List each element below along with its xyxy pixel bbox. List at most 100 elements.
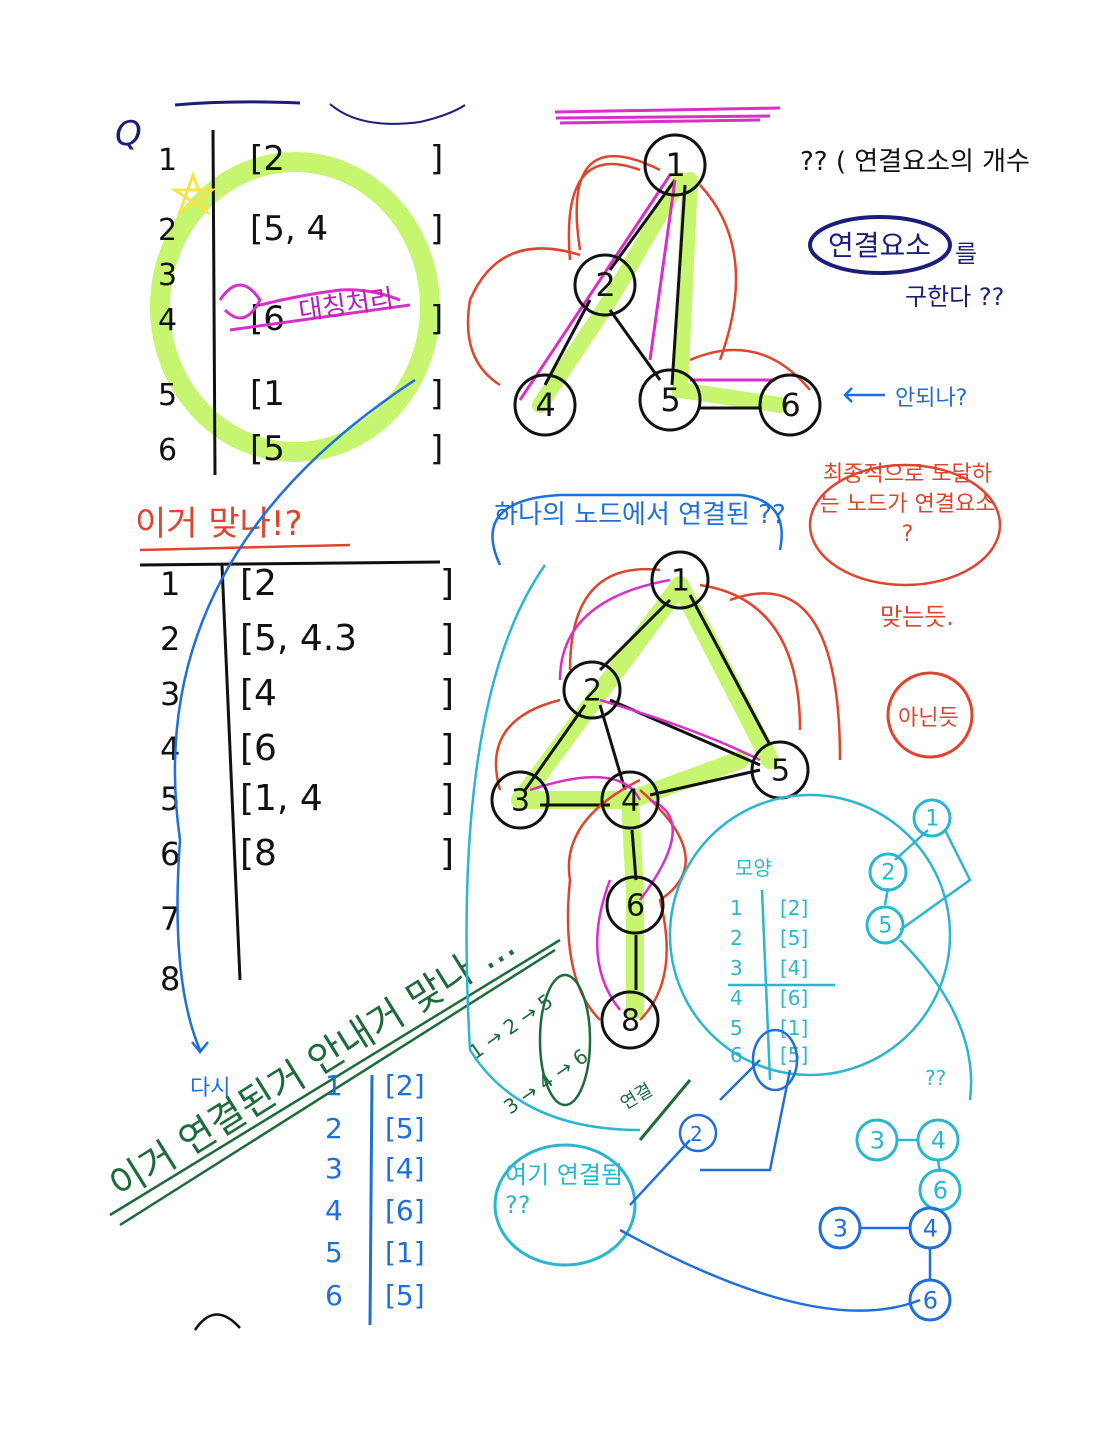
table1-index: 2 — [158, 213, 177, 248]
graph2-node-label: 5 — [771, 754, 790, 789]
table1-value: [6 — [250, 299, 285, 339]
graph4-node-label: 4 — [923, 1214, 938, 1242]
graph1-node-label: 1 — [665, 146, 685, 184]
table1-value: [2 — [250, 139, 285, 179]
table2: 이거 맞나!? 1[2]2[5, 4.3]3[4]4[6]5[1, 4]6[8]… — [135, 504, 454, 998]
graph4-node: 3 — [855, 1118, 899, 1162]
star-icon — [170, 170, 217, 216]
table2-close: ] — [440, 728, 454, 769]
table1-rows: 1[2]2[5, 4]34[6]5[1]6[5] — [158, 139, 443, 469]
top-right-notes: ?? ( 연결요소의 개수 연결요소 를 구한다 ?? 안되나? — [800, 147, 1030, 411]
graph2-node: 1 — [650, 550, 710, 610]
table3-value: [5] — [385, 1112, 425, 1145]
table2-value: [1, 4 — [240, 778, 323, 819]
table1-index: 3 — [158, 258, 177, 293]
graph4-node-label: 4 — [931, 1126, 946, 1154]
table3: 다시 1[2]2[5]3[4]4[6]5[1]6[5] — [173, 378, 425, 1326]
tr-q3: 를 — [955, 240, 977, 268]
why-note: 안되나? — [895, 386, 967, 411]
table1-value: [5 — [250, 429, 285, 469]
graph1-node: 5 — [638, 368, 702, 432]
table2-close: ] — [440, 618, 454, 659]
graph4-node-label: 3 — [870, 1126, 885, 1154]
table3-index: 5 — [325, 1236, 343, 1269]
graph2-node-label: 3 — [511, 784, 530, 819]
graph2-node: 8 — [600, 990, 660, 1050]
graph3-node: 2 — [868, 852, 908, 892]
table2-value: [2 — [240, 563, 277, 604]
table2-index: 2 — [160, 620, 180, 658]
graph1-node: 1 — [643, 133, 707, 197]
graph2-node-label: 6 — [626, 889, 645, 924]
table1-value: [5, 4 — [250, 209, 328, 249]
right-red-note: 최종적으로 도달하는 노드가 연결요소 ? 맞는듯. 아닌듯 — [808, 462, 1002, 759]
tr-circle — [808, 215, 952, 275]
graph1-node: 4 — [513, 373, 577, 437]
table1-index: 1 — [158, 143, 177, 178]
table1: Q 1[2]2[5, 4]34[6]5[1]6[5] 대칭처리 — [115, 114, 443, 476]
graph1-node-label: 2 — [595, 266, 615, 304]
right-note2: 맞는듯. — [880, 603, 954, 631]
right-note: 최종적으로 도달하는 노드가 연결요소 ? — [819, 462, 996, 547]
graph2-node: 5 — [750, 740, 810, 800]
table2-value: [4 — [240, 673, 277, 714]
table4-value: [5] — [780, 926, 808, 950]
table4-title: 모양 — [735, 856, 772, 880]
table3-value: [6] — [385, 1194, 425, 1227]
table2-close: ] — [440, 778, 454, 819]
graph3-node-label: 1 — [925, 807, 939, 832]
table1-close: ] — [430, 209, 443, 249]
table1-close: ] — [430, 429, 443, 469]
left-mid-title: 이거 맞나!? — [135, 504, 303, 544]
table2-index: 3 — [160, 675, 180, 713]
table3-index: 2 — [325, 1112, 343, 1145]
bottom-arc — [193, 1313, 241, 1331]
graph3-node-label: 2 — [881, 861, 895, 886]
right-qq: ?? — [925, 1066, 946, 1090]
why-arrow — [843, 387, 885, 403]
graph3-node-label: 5 — [878, 914, 892, 939]
right-note3: 아닌듯 — [898, 706, 959, 731]
table4-index: 4 — [730, 986, 743, 1010]
graph4-node-label: 6 — [923, 1286, 938, 1314]
table1-close: ] — [430, 374, 443, 414]
graph4-node: 6 — [918, 1168, 962, 1212]
graph4-node: 3 — [818, 1206, 862, 1250]
cyan-region: 모양 1[2]2[5]3[4]4[6]5[1]6[5] 125 ?? 여기 연결… — [465, 564, 973, 1322]
graph1-node-label: 5 — [660, 381, 680, 419]
table3-index: 6 — [325, 1279, 343, 1312]
table2-index: 6 — [160, 835, 180, 873]
graph1-node: 2 — [573, 253, 637, 317]
svg-text:2: 2 — [690, 1122, 703, 1146]
table1-close: ] — [430, 299, 443, 339]
graph2-node: 3 — [490, 770, 550, 830]
bottom-note: 여기 연결됨 ?? — [505, 1161, 624, 1219]
table1-index: 6 — [158, 433, 177, 468]
tr-q1: ?? ( 연결요소의 개수 — [800, 147, 1030, 177]
table4-index: 6 — [730, 1043, 743, 1067]
table2-value: [5, 4.3 — [240, 618, 357, 659]
table3-value: [2] — [385, 1069, 425, 1102]
table2-index: 7 — [160, 900, 180, 938]
table3-value: [1] — [385, 1236, 425, 1269]
table1-value: [1 — [250, 374, 285, 414]
graph4-node: 4 — [908, 1206, 952, 1250]
table1-index: 5 — [158, 378, 177, 413]
graph2-node: 6 — [605, 875, 665, 935]
table3-index: 1 — [325, 1069, 343, 1102]
table2-close: ] — [440, 563, 454, 604]
graph4-node-label: 3 — [833, 1214, 848, 1242]
table4-value: [2] — [780, 896, 808, 920]
table1-divider — [211, 129, 217, 476]
table2-index: 1 — [160, 565, 180, 603]
table4-value: [4] — [780, 956, 808, 980]
table2-value: [8 — [240, 833, 277, 874]
graph4-node-label: 6 — [933, 1176, 948, 1204]
table3-value: [4] — [385, 1152, 425, 1185]
graph1-node-label: 6 — [780, 386, 800, 424]
graph2-note: 하나의 노드에서 연결된 ?? — [494, 500, 786, 530]
graph2-node: 4 — [600, 770, 660, 830]
tr-q2: 연결요소 — [828, 229, 931, 262]
table2-index: 8 — [160, 960, 180, 998]
